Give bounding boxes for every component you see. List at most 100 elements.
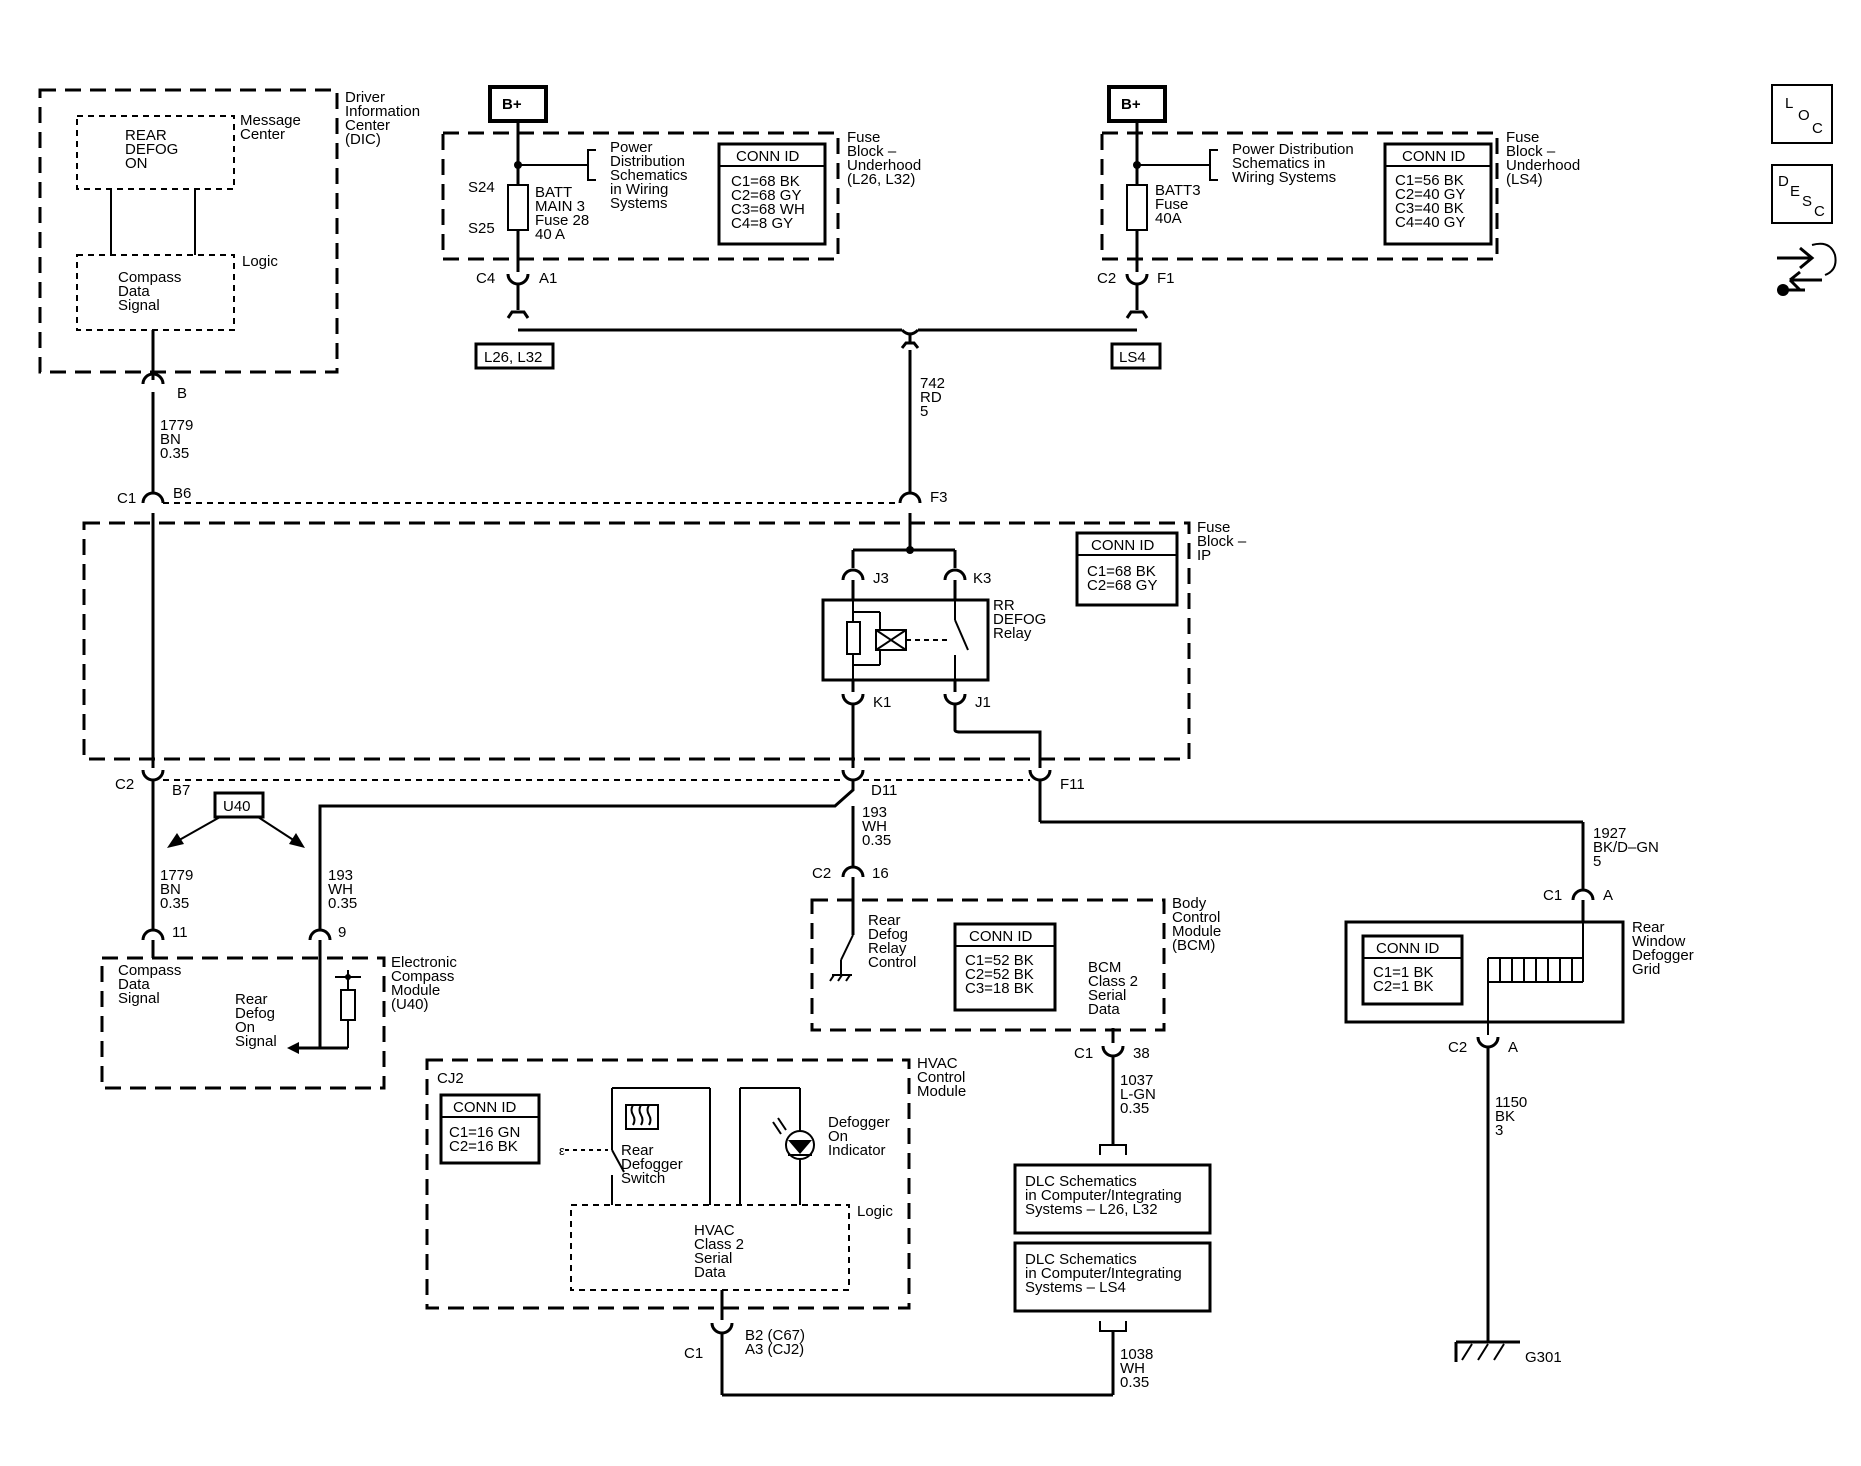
- text-line: Serial: [694, 1250, 732, 1267]
- text-line: 0.35: [862, 832, 891, 849]
- connector-icon[interactable]: [1777, 242, 1837, 296]
- desc-e: E: [1790, 183, 1800, 200]
- text-line: 742: [920, 375, 945, 392]
- text-line: 193: [862, 804, 887, 821]
- text-line: Indicator: [828, 1142, 886, 1159]
- text-line: Center: [345, 117, 390, 134]
- text-line: 1927: [1593, 825, 1626, 842]
- fuse-ip-f11: F11: [1060, 776, 1085, 793]
- hvac-logic-label: Logic: [857, 1203, 893, 1220]
- text-line: Module: [391, 982, 440, 999]
- loc-icon[interactable]: L O C: [1771, 84, 1833, 144]
- text-line: Fuse: [847, 129, 880, 146]
- text-line: Block –: [1197, 533, 1247, 550]
- ls4-f1: F1: [1157, 270, 1175, 287]
- text-line: (L26, L32): [847, 171, 915, 188]
- text-line: WH: [1120, 1360, 1145, 1377]
- bcm-conn-title: CONN ID: [969, 928, 1033, 945]
- side-icons: L O C D E S C: [1771, 84, 1837, 296]
- text-line: (LS4): [1506, 171, 1543, 188]
- text-line: B2 (C67): [745, 1327, 805, 1344]
- bcm-c1: C1: [1074, 1045, 1093, 1062]
- text-line: in Computer/Integrating: [1025, 1265, 1182, 1282]
- text-line: Underhood: [847, 157, 921, 174]
- hvac-cj2: CJ2: [437, 1070, 464, 1087]
- text-line: Module: [917, 1083, 966, 1100]
- relay-k3: K3: [973, 570, 991, 587]
- text-line: BCM: [1088, 959, 1121, 976]
- loc-c: C: [1812, 120, 1823, 137]
- text-line: in Wiring: [610, 181, 668, 198]
- text-line: Rear: [868, 912, 901, 929]
- text-line: C2=68 GY: [1087, 577, 1157, 594]
- loc-o: O: [1798, 107, 1810, 124]
- text-line: C1=68 BK: [1087, 563, 1156, 580]
- l26-c4: C4: [476, 270, 495, 287]
- text-line: Compass: [118, 962, 181, 979]
- text-line: L-GN: [1120, 1086, 1156, 1103]
- text-line: 0.35: [1120, 1374, 1149, 1391]
- text-line: HVAC: [917, 1055, 958, 1072]
- fuse-ip-b6: B6: [173, 485, 191, 502]
- text-line: WH: [328, 881, 353, 898]
- text-line: Systems – L26, L32: [1025, 1201, 1158, 1218]
- text-line: C1=52 BK: [965, 952, 1034, 969]
- text-line: Relay: [993, 625, 1032, 642]
- text-line: C1=68 BK: [731, 173, 800, 190]
- text-line: C2=40 GY: [1395, 186, 1465, 203]
- text-line: Wiring Systems: [1232, 169, 1336, 186]
- text-line: ON: [125, 155, 148, 172]
- text-line: Underhood: [1506, 157, 1580, 174]
- text-line: Rear: [235, 991, 268, 1008]
- text-line: C1=56 BK: [1395, 172, 1464, 189]
- dic-logic-label: Logic: [242, 253, 278, 270]
- text-line: Power Distribution: [1232, 141, 1354, 158]
- bcm-c2: C2: [812, 865, 831, 882]
- text-line: 0.35: [328, 895, 357, 912]
- text-line: in Computer/Integrating: [1025, 1187, 1182, 1204]
- bcm-pin38: 38: [1133, 1045, 1150, 1062]
- option-ls4: LS4: [1119, 349, 1146, 366]
- text-line: Class 2: [1088, 973, 1138, 990]
- text-line: 5: [920, 403, 928, 420]
- text-line: Signal: [118, 990, 160, 1007]
- grid-conn-title: CONN ID: [1376, 940, 1440, 957]
- text-line: 1150: [1495, 1094, 1527, 1111]
- ls4-c2: C2: [1097, 270, 1116, 287]
- l26-a1: A1: [539, 270, 557, 287]
- text-line: Driver: [345, 89, 385, 106]
- text-line: Schematics: [610, 167, 688, 184]
- text-line: 3: [1495, 1122, 1503, 1139]
- ecm-pin-11: 11: [172, 924, 188, 941]
- conn-id-l26-title: CONN ID: [736, 148, 800, 165]
- ground-g301: G301: [1525, 1349, 1562, 1366]
- text-line: C3=68 WH: [731, 201, 805, 218]
- hvac-pins: B2 (C67)A3 (CJ2): [745, 1327, 805, 1358]
- desc-icon[interactable]: D E S C: [1771, 164, 1833, 224]
- s24-label: S24: [468, 179, 495, 196]
- fuse-ip-d11: D11: [871, 782, 897, 799]
